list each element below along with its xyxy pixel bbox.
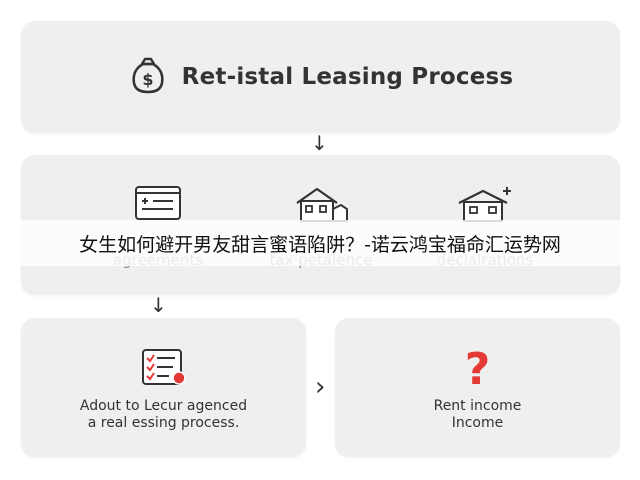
page-title: Ret-istal Leasing Process	[181, 64, 514, 90]
house-icon	[296, 187, 348, 222]
document-list-icon	[135, 186, 181, 220]
svg-text:$: $	[142, 70, 153, 89]
dollar-bag-icon: $	[128, 55, 168, 99]
step-agreements-icon-wrap	[83, 185, 233, 221]
process-line-2: a real essing process.	[87, 415, 240, 431]
title-card: $ Ret-istal Leasing Process	[21, 21, 620, 133]
income-card: ? Rent income Income	[335, 318, 620, 457]
step-tax-icon-wrap	[246, 185, 396, 223]
step-declarations-icon-wrap	[410, 185, 560, 223]
arrow-down-icon: ↓	[311, 131, 328, 155]
title-row: $ Ret-istal Leasing Process	[21, 21, 620, 133]
checklist-icon	[141, 349, 186, 385]
income-line-1: Rent income	[433, 398, 522, 414]
arrow-down-icon: ↓	[150, 293, 167, 317]
income-line-2: Income	[451, 415, 504, 431]
process-card: Adout to Lecur agenced a real essing pro…	[21, 318, 306, 457]
process-line-1: Adout to Lecur agenced	[79, 398, 248, 414]
arrow-right-icon: ›	[315, 372, 326, 402]
watermark-banner: 女生如何避开男友甜言蜜语陷阱？-诺云鸿宝福命汇运势网	[0, 220, 640, 266]
process-description: Adout to Lecur agenced a real essing pro…	[21, 398, 306, 432]
house-plus-icon	[458, 187, 511, 222]
question-mark-icon: ?	[464, 344, 491, 395]
income-description: Rent income Income	[335, 398, 620, 432]
